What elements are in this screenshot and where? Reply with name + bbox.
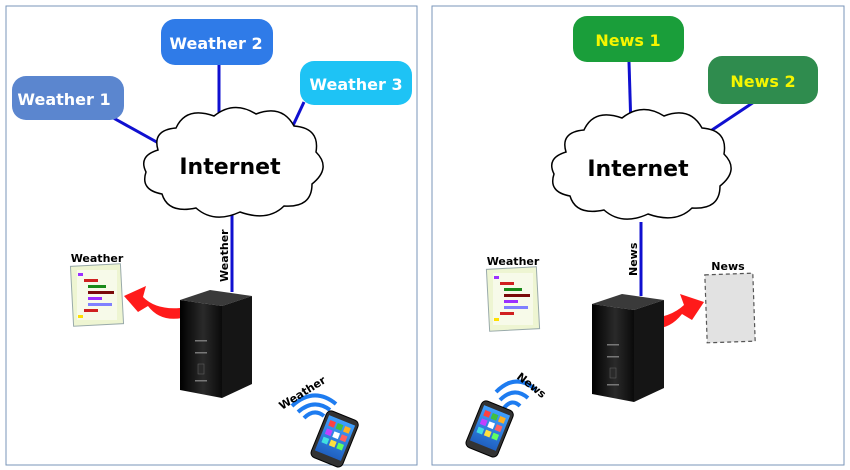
source-news-1-label: News 1 — [595, 31, 660, 50]
source-weather-2: Weather 2 — [161, 19, 273, 65]
weather-doc-label-left: Weather — [71, 252, 124, 265]
source-weather-3-label: Weather 3 — [309, 75, 402, 94]
source-weather-1: Weather 1 — [12, 76, 124, 120]
internet-cloud-right: Internet — [551, 108, 732, 220]
source-news-1: News 1 — [573, 16, 684, 62]
internet-cloud-left: Internet — [143, 106, 324, 218]
news-page-label-right: News — [711, 260, 745, 273]
red-arrow-left — [124, 286, 182, 319]
link-weather1 — [107, 113, 163, 147]
weather-document-left: Weather — [69, 252, 125, 327]
internet-label-left: Internet — [179, 155, 281, 180]
source-weather-2-label: Weather 2 — [169, 34, 262, 53]
weather-document-right: Weather — [485, 255, 541, 332]
link-label-weather-left: Weather — [218, 229, 231, 282]
source-news-2-label: News 2 — [730, 72, 795, 91]
link-label-news-right: News — [627, 242, 640, 276]
weather-doc-label-right: Weather — [487, 255, 540, 268]
server-right — [592, 294, 664, 402]
source-weather-1-label: Weather 1 — [17, 90, 110, 109]
wifi-icon-right — [494, 379, 538, 410]
source-news-2: News 2 — [708, 56, 818, 104]
phone-right: News — [465, 370, 549, 458]
wifi-icon-left — [290, 393, 338, 420]
news-page-right: News — [704, 260, 756, 344]
server-left — [180, 290, 252, 398]
internet-label-right: Internet — [587, 157, 689, 182]
source-weather-3: Weather 3 — [300, 61, 412, 105]
